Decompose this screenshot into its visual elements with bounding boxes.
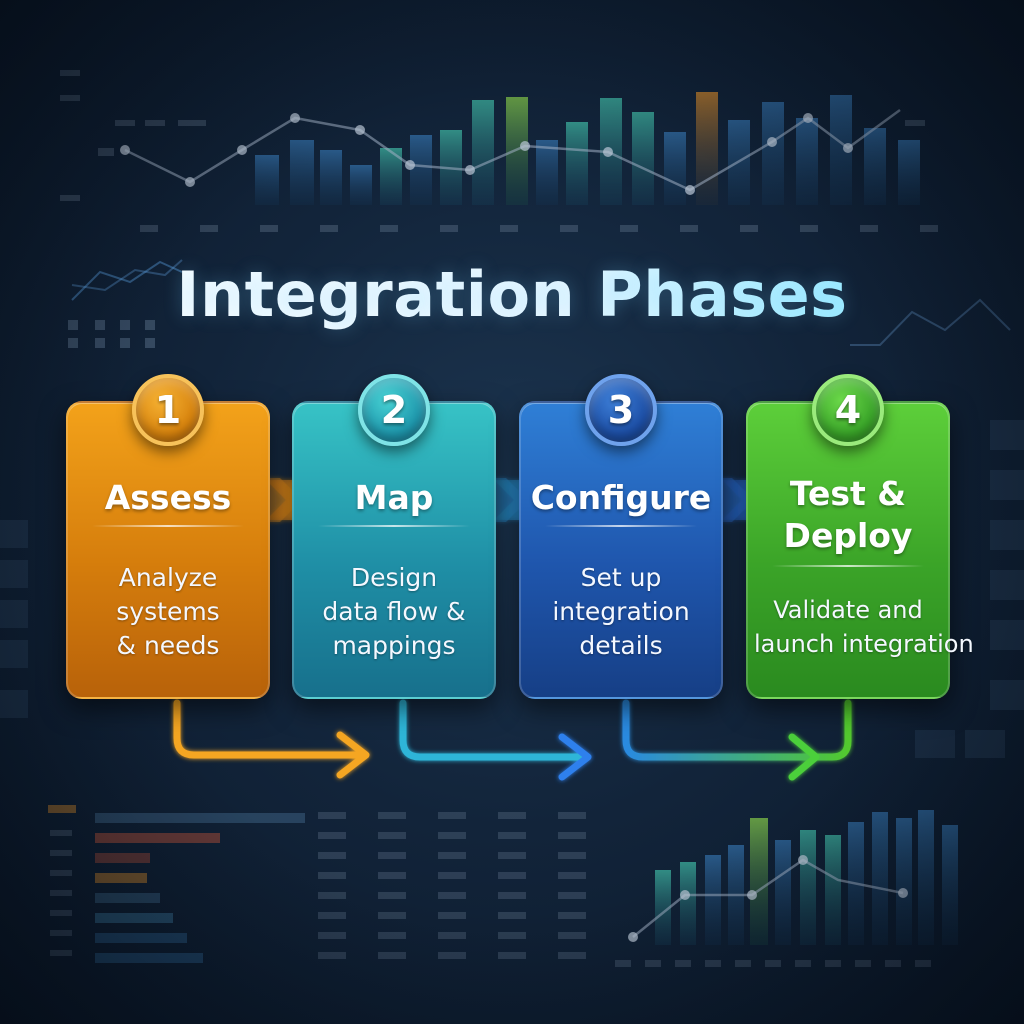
phase-title: Configure: [521, 477, 721, 519]
phase-title-line: Assess: [104, 478, 232, 517]
card-divider: [92, 525, 244, 527]
description-line: Analyze: [118, 563, 218, 592]
page-title: Integration Phases: [0, 258, 1024, 331]
phase-title: Test & Deploy: [748, 473, 948, 557]
card-divider: [772, 565, 924, 567]
phase-card-configure: 3 Configure Set up integration details: [519, 374, 723, 699]
phase-description: Design data flow & mappings: [300, 561, 488, 663]
elbow-arrow-icon: [622, 699, 852, 781]
step-number-badge: 2: [358, 374, 430, 446]
phase-card-map: 2 Map Design data flow & mappings: [292, 374, 496, 699]
step-number-badge: 1: [132, 374, 204, 446]
phase-title: Assess: [68, 477, 268, 519]
phase-description: Analyze systems & needs: [74, 561, 262, 663]
description-line: & needs: [116, 631, 220, 660]
phase-card-assess: 1 Assess Analyze systems & needs: [66, 374, 270, 699]
card-divider: [545, 525, 697, 527]
phase-title-line: Configure: [530, 478, 712, 517]
description-line: details: [579, 631, 663, 660]
description-line: Design: [350, 563, 438, 592]
step-number-badge: 4: [812, 374, 884, 446]
phase-description: Validate and launch integration: [754, 593, 974, 661]
card-divider: [318, 525, 470, 527]
phase-title-line: Map: [354, 478, 434, 517]
description-line: data flow &: [322, 597, 466, 626]
elbow-arrow-icon: [399, 699, 592, 781]
description-line: integration: [552, 597, 690, 626]
phase-description: Set up integration details: [527, 561, 715, 663]
phase-title-line: Deploy: [783, 516, 913, 555]
description-line: Set up: [580, 563, 662, 592]
description-line: mappings: [332, 631, 456, 660]
description-line: Validate and: [773, 596, 923, 624]
description-line: systems: [116, 597, 220, 626]
phase-title-line: Test &: [789, 474, 907, 513]
description-line: launch integration: [754, 630, 974, 658]
phase-title: Map: [294, 477, 494, 519]
step-number-badge: 3: [585, 374, 657, 446]
phase-card-test-deploy: 4 Test & Deploy Validate and launch inte…: [746, 374, 974, 699]
elbow-arrow-icon: [173, 699, 370, 779]
